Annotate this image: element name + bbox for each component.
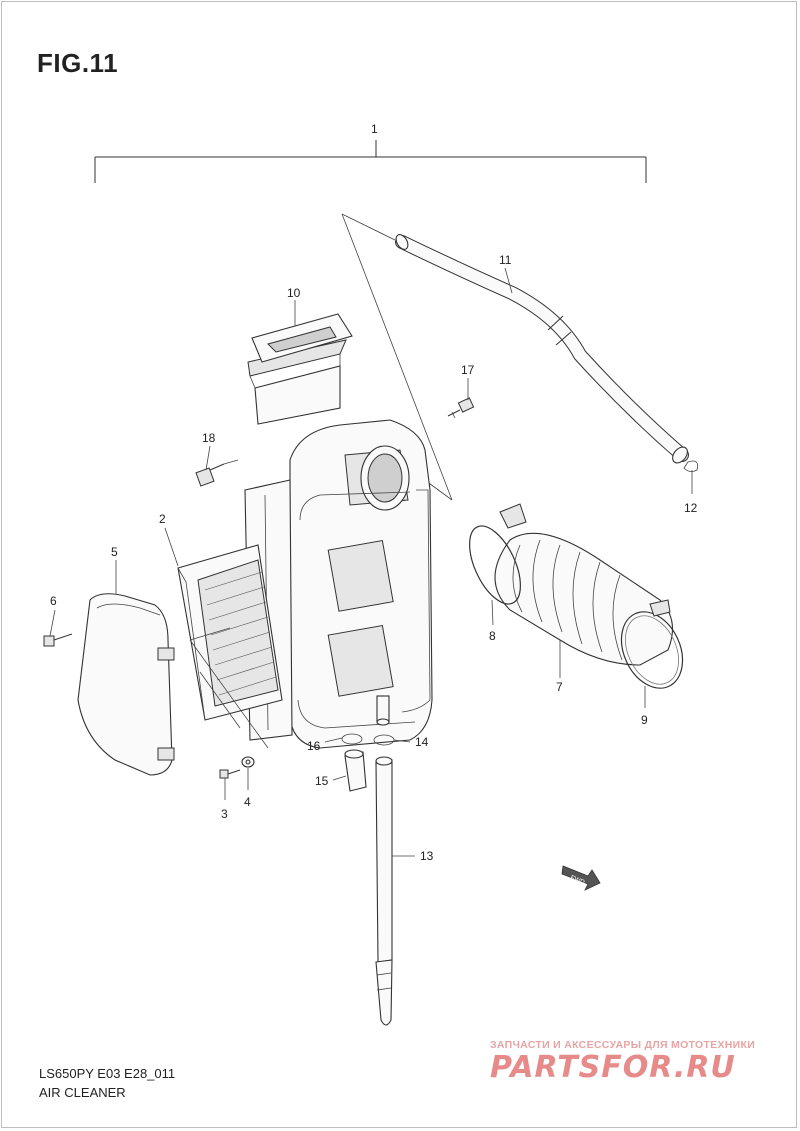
part-13-drain-tube (375, 756, 393, 1026)
callout-16: 16 (307, 739, 321, 753)
callout-10: 10 (287, 286, 301, 300)
callout-14: 14 (415, 735, 429, 749)
part-7-intake-boot (494, 532, 674, 666)
part-12-clip (683, 460, 698, 472)
diagram-caption: AIR CLEANER (39, 1085, 126, 1100)
callout-15: 15 (315, 774, 329, 788)
assembly-bracket (94, 140, 647, 183)
part-15-cap (344, 749, 367, 792)
callout-leaders (49, 267, 693, 857)
watermark-logo: PARTSFOR.RU (490, 1050, 736, 1085)
callout-4: 4 (244, 795, 251, 809)
part-8-clamp (469, 503, 527, 605)
callout-8: 8 (489, 629, 496, 643)
callout-17: 17 (461, 363, 475, 377)
part-2-filter-element (177, 544, 283, 721)
part-18-screw (195, 459, 239, 487)
figure-title: FIG.11 (37, 48, 119, 78)
callout-2: 2 (159, 512, 166, 526)
callout-5: 5 (111, 545, 118, 559)
callout-9: 9 (641, 713, 648, 727)
part-3-screw (219, 769, 241, 779)
callout-1: 1 (371, 122, 378, 136)
part-4-washer (241, 756, 255, 768)
callout-6: 6 (50, 594, 57, 608)
callout-3: 3 (221, 807, 228, 821)
diagram-code: LS650PY E03 E28_011 (39, 1066, 176, 1081)
part-11-breather-hose (395, 234, 689, 464)
watermark-tagline: ЗАПЧАСТИ И АКСЕССУАРЫ ДЛЯ МОТОТЕХНИКИ (490, 1039, 756, 1051)
callout-18: 18 (202, 431, 216, 445)
callout-12: 12 (684, 501, 698, 515)
leader-lines-cover (189, 627, 269, 749)
callout-numbers: 1 2 3 4 5 6 7 8 9 10 11 12 13 14 15 16 1… (50, 122, 698, 863)
part-5-cover (77, 593, 175, 776)
part-10-inlet-duct (247, 313, 353, 425)
part-9-clamp (620, 599, 684, 689)
part-17-screw (447, 397, 475, 419)
part-6-screw (43, 633, 73, 647)
callout-7: 7 (556, 680, 563, 694)
callout-11: 11 (499, 253, 512, 267)
fwd-arrow-icon: FWD (561, 865, 601, 891)
part-16-clamp (341, 733, 363, 745)
callout-13: 13 (420, 849, 434, 863)
